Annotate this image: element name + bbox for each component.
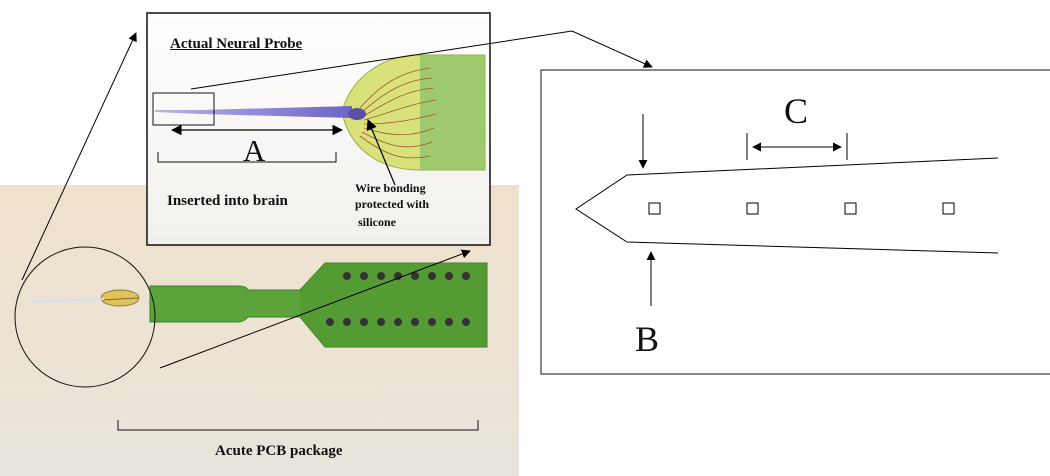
zoom-circle: [14, 246, 156, 388]
recording-site: [844, 202, 857, 215]
wire-bond-pointer: [366, 119, 396, 186]
probe-schematic: [540, 69, 1050, 375]
recording-site: [648, 202, 661, 215]
zoom-arrow-right: [159, 249, 471, 369]
probe-shaft: [155, 106, 352, 118]
dimension-c-label: C: [784, 91, 809, 131]
zoom-arrow-left: [21, 32, 137, 281]
package-bracket: [117, 420, 479, 431]
recording-site: [746, 202, 759, 215]
wire-bond-blob: [348, 108, 366, 120]
insert-caption: Inserted into brain: [167, 193, 288, 209]
inset-title: Actual Neural Probe: [170, 36, 303, 52]
recording-site: [942, 202, 955, 215]
probe-inset: [146, 12, 491, 246]
dimension-a-label: A: [243, 133, 266, 168]
probe-traces: [359, 67, 437, 159]
probe-tip-package: [100, 289, 140, 307]
insert-bracket: [157, 152, 337, 163]
wire-note-line2: protected with: [355, 197, 430, 211]
dimension-b-label: B: [635, 319, 660, 359]
wire-note-line3: silicone: [358, 215, 396, 229]
magnify-leader: [190, 30, 653, 90]
recording-sites: [648, 202, 955, 215]
wire-note-line1: Wire bonding: [355, 181, 426, 195]
connector-pins-bottom: [326, 318, 470, 326]
package-caption: Acute PCB package: [215, 443, 343, 459]
probe-needle: [29, 298, 105, 303]
pcb-package: [14, 246, 488, 431]
schematic-frame: [540, 69, 1050, 375]
probe-outline: [575, 157, 999, 254]
connector-pins-top: [343, 272, 470, 280]
